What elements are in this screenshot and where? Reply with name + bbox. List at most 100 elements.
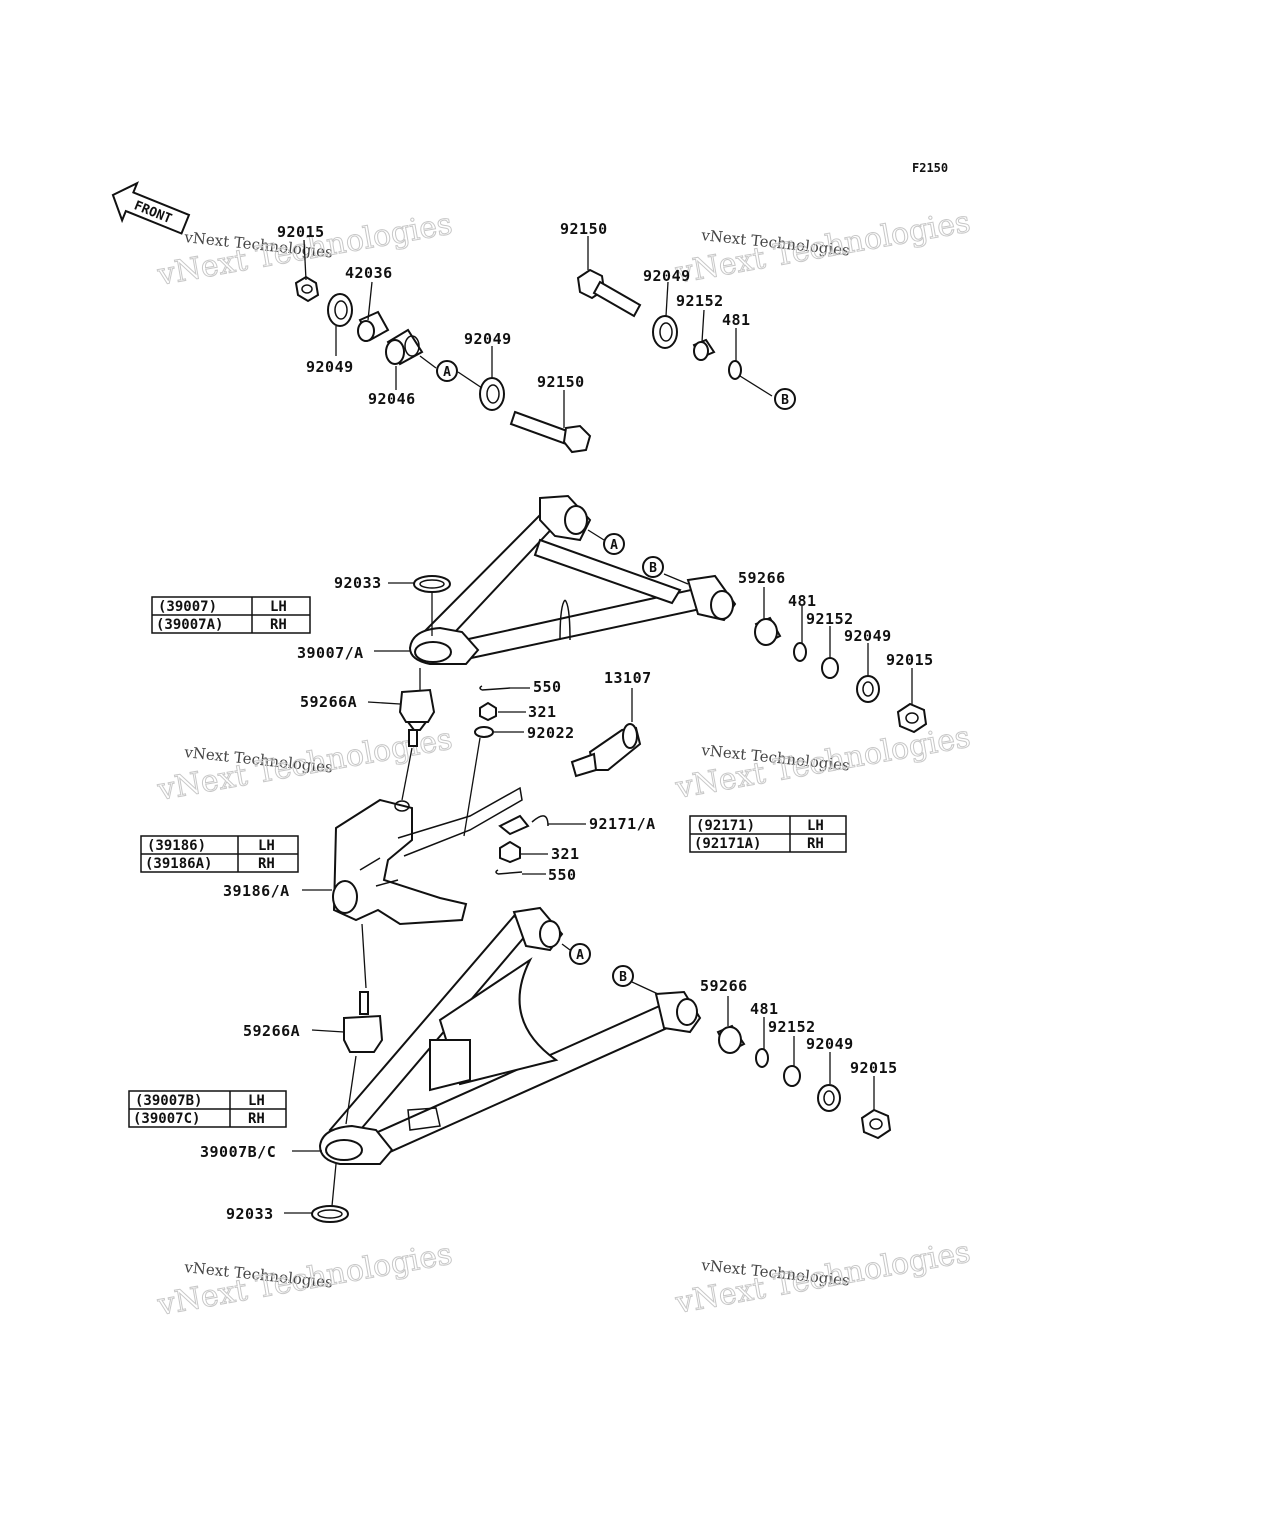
callout-92152-b: 92152: [806, 610, 854, 628]
callout-550-a: 550: [533, 678, 562, 696]
collar-92152-b: [821, 657, 839, 679]
collar-92152-a: [692, 338, 716, 361]
svg-text:B: B: [781, 393, 789, 408]
svg-text:LH: LH: [258, 838, 275, 854]
ring-481-a: [728, 360, 742, 380]
callout-92049-a: 92049: [306, 358, 354, 376]
snap-ring-92033-lower: [311, 1205, 349, 1223]
callout-92171a: 92171/A: [589, 815, 656, 833]
svg-text:B: B: [619, 970, 627, 985]
bolt-92150-upper: [576, 268, 642, 318]
svg-text:vNext Technologies: vNext Technologies: [154, 1237, 455, 1323]
svg-text:(39186): (39186): [147, 838, 206, 854]
callout-92150-lower: 92150: [537, 373, 585, 391]
marker-a-lower-arm: A: [569, 943, 591, 965]
marker-a-upper-arm: A: [603, 533, 625, 555]
callout-92015-lower-arm: 92015: [850, 1059, 898, 1077]
svg-text:(92171): (92171): [696, 818, 755, 834]
callout-59266-upper: 59266: [738, 569, 786, 587]
callout-92152-a: 92152: [676, 292, 724, 310]
callout-92022: 92022: [527, 724, 575, 742]
callout-39007a: 39007/A: [297, 644, 364, 662]
ring-481-b: [793, 642, 807, 662]
callout-92015-upper-arm: 92015: [886, 651, 934, 669]
ring-481-c: [755, 1048, 769, 1068]
svg-text:LH: LH: [248, 1093, 265, 1109]
upper-a-arm: [408, 494, 737, 665]
callout-92046: 92046: [368, 390, 416, 408]
washer-92022: [474, 726, 494, 738]
svg-text:RH: RH: [258, 856, 275, 872]
callout-92033-lower: 92033: [226, 1205, 274, 1223]
svg-text:(39007C): (39007C): [133, 1111, 200, 1127]
nut-321-b: [499, 840, 521, 864]
front-arrow-icon: FRONT: [111, 181, 191, 235]
bushing-59266-lower: [716, 1024, 746, 1054]
svg-text:vNext Technologies: vNext Technologies: [672, 720, 973, 806]
svg-text:RH: RH: [270, 617, 287, 633]
bolt-92150-lower: [509, 410, 592, 454]
washer-92049-e: [817, 1084, 841, 1112]
svg-text:(39186A): (39186A): [145, 856, 212, 872]
cotter-pin-550-b: [495, 869, 523, 875]
callout-92152-c: 92152: [768, 1018, 816, 1036]
svg-text:vNext Technologies: vNext Technologies: [672, 1235, 973, 1321]
retainer-92171: [498, 814, 549, 836]
lower-a-arm: [318, 906, 702, 1165]
washer-92049-d: [856, 675, 880, 703]
callout-39186a: 39186/A: [223, 882, 290, 900]
marker-b-top: B: [774, 388, 796, 410]
callout-321-b: 321: [551, 845, 580, 863]
ball-joint-59266a-upper: [398, 688, 436, 747]
marker-a-top: A: [436, 360, 458, 382]
callout-92049-b: 92049: [464, 330, 512, 348]
washer-92049-a: [327, 293, 353, 327]
svg-text:LH: LH: [807, 818, 824, 834]
callout-92150-upper: 92150: [560, 220, 608, 238]
collar-42036: [357, 310, 390, 342]
cotter-pin-550-a: [479, 685, 511, 691]
ball-joint-59266a-lower: [343, 991, 384, 1053]
bushing-59266-upper: [754, 616, 782, 646]
nut-321-a: [479, 701, 497, 722]
leader-lines: [284, 236, 913, 1214]
table-lower-arm: (39007B) LH (39007C) RH: [128, 1090, 287, 1128]
marker-b-lower-arm: B: [612, 965, 634, 987]
svg-text:A: A: [610, 538, 618, 553]
table-knuckle: (39186) LH (39186A) RH: [140, 835, 299, 873]
bushing-92046: [385, 328, 424, 366]
washer-92049-c: [652, 315, 678, 349]
collar-92152-c: [783, 1065, 801, 1087]
table-retainer: (92171) LH (92171A) RH: [689, 815, 847, 853]
callout-481-a: 481: [722, 311, 751, 329]
watermark-6: vNext Technologies vNext Technologies: [672, 1234, 974, 1321]
svg-text:(39007B): (39007B): [135, 1093, 202, 1109]
watermark-2: vNext Technologies vNext Technologies: [672, 204, 974, 291]
callout-42036: 42036: [345, 264, 393, 282]
diagram-code: F2150: [912, 161, 948, 175]
svg-text:vNext Technologies: vNext Technologies: [672, 205, 973, 291]
callout-59266-lower: 59266: [700, 977, 748, 995]
nut-92015-lower-arm: [860, 1108, 892, 1140]
nut-92015-upper-arm: [896, 702, 928, 734]
callout-550-b: 550: [548, 866, 577, 884]
svg-text:LH: LH: [270, 599, 287, 615]
callout-92033-upper: 92033: [334, 574, 382, 592]
spindle-13107: [570, 723, 642, 778]
snap-ring-92033-upper: [413, 575, 451, 593]
watermark-5: vNext Technologies vNext Technologies: [154, 1236, 456, 1323]
callout-39007bc: 39007B/C: [200, 1143, 276, 1161]
svg-text:RH: RH: [807, 836, 824, 852]
callout-13107: 13107: [604, 669, 652, 687]
svg-text:B: B: [649, 561, 657, 576]
callout-92049-e: 92049: [806, 1035, 854, 1053]
svg-text:RH: RH: [248, 1111, 265, 1127]
knuckle-39186: [332, 786, 523, 926]
washer-92049-b: [479, 377, 505, 411]
callout-92049-c: 92049: [643, 267, 691, 285]
callout-481-b: 481: [788, 592, 817, 610]
callout-92015-top: 92015: [277, 223, 325, 241]
nut-92015-top: [294, 275, 320, 303]
callout-92049-d: 92049: [844, 627, 892, 645]
